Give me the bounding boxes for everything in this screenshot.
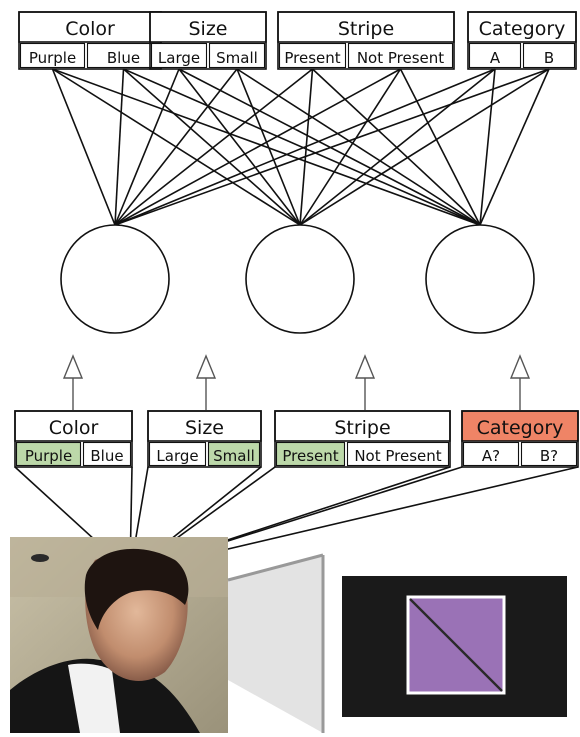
feature-value: A? — [482, 447, 500, 465]
viewing-cone — [227, 553, 325, 733]
feature-value: A — [490, 49, 501, 67]
feature-value: B? — [540, 447, 558, 465]
feature-value: Purple — [25, 447, 72, 465]
feature-title: Stripe — [334, 417, 390, 439]
arrow-up-icon — [509, 354, 531, 410]
connection-line — [123, 68, 481, 226]
connection-line — [479, 68, 496, 226]
connection-line — [114, 68, 496, 226]
feature-value: Purple — [29, 49, 76, 67]
feature-value: Blue — [107, 49, 140, 67]
feature-title: Category — [477, 417, 564, 439]
feature-value: Large — [156, 447, 198, 465]
stimulus-image — [342, 576, 567, 717]
connection-line — [299, 68, 402, 226]
arrow-up-icon — [354, 354, 376, 410]
connection-line — [114, 68, 180, 226]
connection-line — [236, 68, 481, 226]
feature-value: Present — [284, 49, 340, 67]
connection-line — [51, 68, 116, 226]
feature-title: Size — [185, 417, 224, 439]
input-arrows — [62, 354, 531, 410]
connection-line — [178, 68, 301, 226]
connection-line — [122, 68, 301, 226]
connection-line — [236, 68, 301, 226]
connection-line — [114, 68, 550, 226]
feature-value: Not Present — [354, 447, 441, 465]
feature-title: Color — [49, 417, 99, 439]
connection-line — [399, 68, 481, 226]
feature-title: Color — [65, 18, 115, 40]
connection-line — [114, 68, 238, 226]
connection-line — [299, 68, 496, 226]
feature-title: Size — [188, 18, 227, 40]
feature-value: Not Present — [357, 49, 444, 67]
hidden-unit-2 — [245, 224, 355, 334]
arrow-up-icon — [195, 354, 217, 410]
hidden-unit-1 — [60, 224, 170, 334]
learner-photo — [10, 537, 228, 733]
top-connection-lines — [51, 68, 550, 226]
arrow-up-icon — [62, 354, 84, 410]
connection-line — [299, 68, 550, 226]
stimulus-stripe — [409, 598, 503, 692]
connection-line — [114, 68, 401, 226]
feature-value: Present — [282, 447, 338, 465]
feature-title: Stripe — [338, 18, 394, 40]
feature-value: B — [544, 49, 554, 67]
hidden-unit-3 — [425, 224, 535, 334]
connection-line — [114, 68, 125, 226]
connection-line — [52, 68, 481, 226]
feature-value: Small — [213, 447, 255, 465]
connection-line — [114, 68, 313, 226]
connection-line — [479, 68, 550, 226]
feature-value: Blue — [90, 447, 123, 465]
hidden-layer — [60, 224, 535, 334]
feature-value: Small — [216, 49, 258, 67]
connection-line — [178, 68, 481, 226]
feature-value: Large — [158, 49, 200, 67]
feature-title: Category — [479, 18, 566, 40]
